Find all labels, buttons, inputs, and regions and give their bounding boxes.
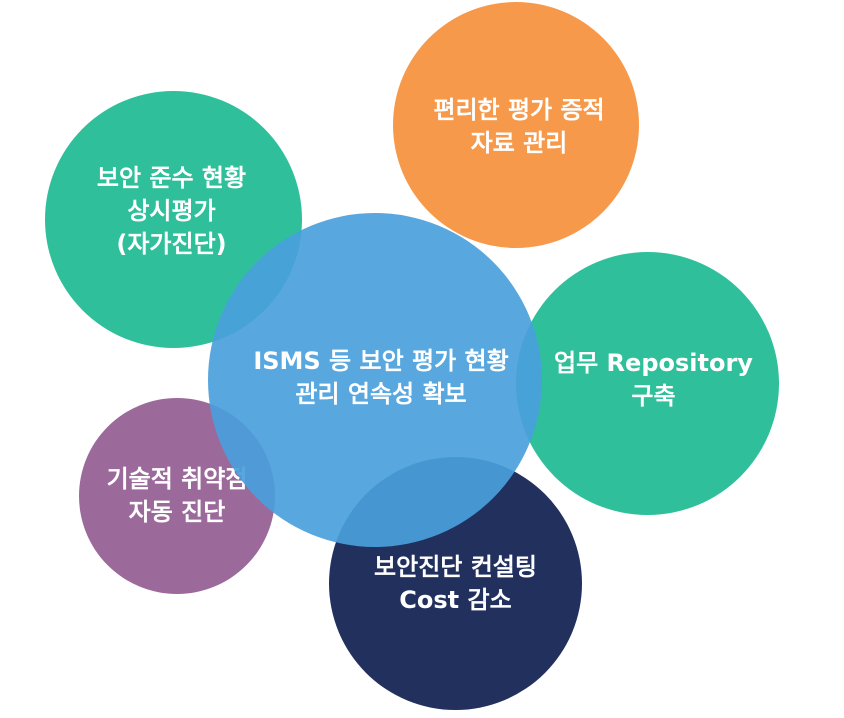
node-evidence-label: 편리한 평가 증적 자료 관리	[433, 94, 604, 160]
center-circle: ISMS 등 보안 평가 현황 관리 연속성 확보	[208, 213, 542, 547]
node-consulting-label: 보안진단 컨설팅 Cost 감소	[374, 551, 537, 617]
node-compliance-line-3: (자가진단)	[116, 230, 227, 258]
node-vulnerability-label: 기술적 취약점 자동 진단	[107, 463, 248, 529]
node-compliance-line-2: 상시평가	[127, 197, 216, 225]
node-compliance-label: 보안 준수 현황 상시평가 (자가진단)	[97, 162, 246, 261]
node-repository-label: 업무 Repository 구축	[554, 347, 753, 413]
node-compliance-circle: 보안 준수 현황 상시평가 (자가진단)	[45, 91, 302, 348]
center-line-2: 관리 연속성 확보	[295, 380, 467, 408]
node-compliance-line-1: 보안 준수 현황	[96, 164, 247, 192]
node-evidence-line-2: 자료 관리	[470, 129, 568, 157]
node-evidence-circle: 편리한 평가 증적 자료 관리	[393, 2, 639, 248]
node-evidence-line-1: 편리한 평가 증적	[433, 96, 605, 124]
center-line-1: ISMS 등 보안 평가 현황	[253, 347, 509, 375]
node-repository-line-1: 업무 Repository	[554, 348, 753, 377]
center-label: ISMS 등 보안 평가 현황 관리 연속성 확보	[253, 345, 508, 411]
node-repository-line-2: 구축	[631, 381, 676, 410]
node-repository-circle: 업무 Repository 구축	[516, 252, 779, 515]
node-consulting-line-2: Cost 감소	[399, 585, 512, 614]
node-consulting-line-1: 보안진단 컨설팅	[374, 552, 537, 581]
node-vulnerability-line-2: 자동 진단	[128, 498, 226, 526]
node-vulnerability-line-1: 기술적 취약점	[106, 465, 248, 493]
